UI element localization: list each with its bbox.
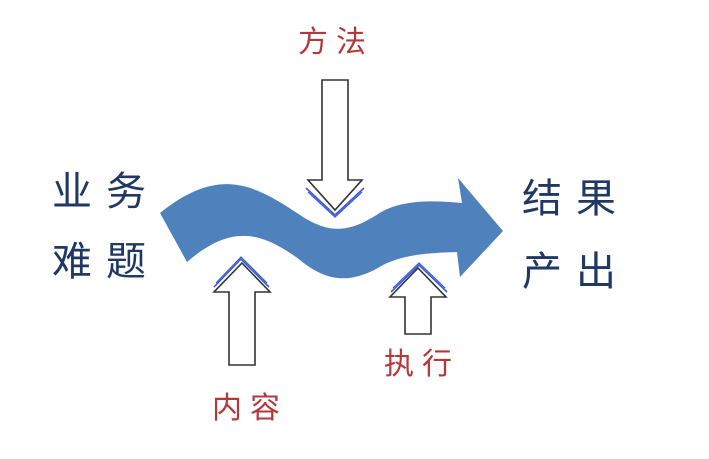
input-arrow-top [305, 79, 365, 218]
input-arrow-bottom-right [388, 262, 448, 335]
left-label-line1: 业务 [52, 169, 160, 215]
input-arrow-bottom-left [212, 256, 272, 366]
flow-arrow [160, 178, 503, 279]
right-label-line2: 产出 [522, 249, 630, 295]
input-label-bottom-left: 内容 [212, 391, 288, 426]
input-label-top: 方法 [298, 25, 374, 60]
left-label-line2: 难题 [52, 239, 160, 285]
input-label-bottom-right: 执行 [384, 347, 460, 382]
right-label-line1: 结果 [522, 176, 630, 222]
